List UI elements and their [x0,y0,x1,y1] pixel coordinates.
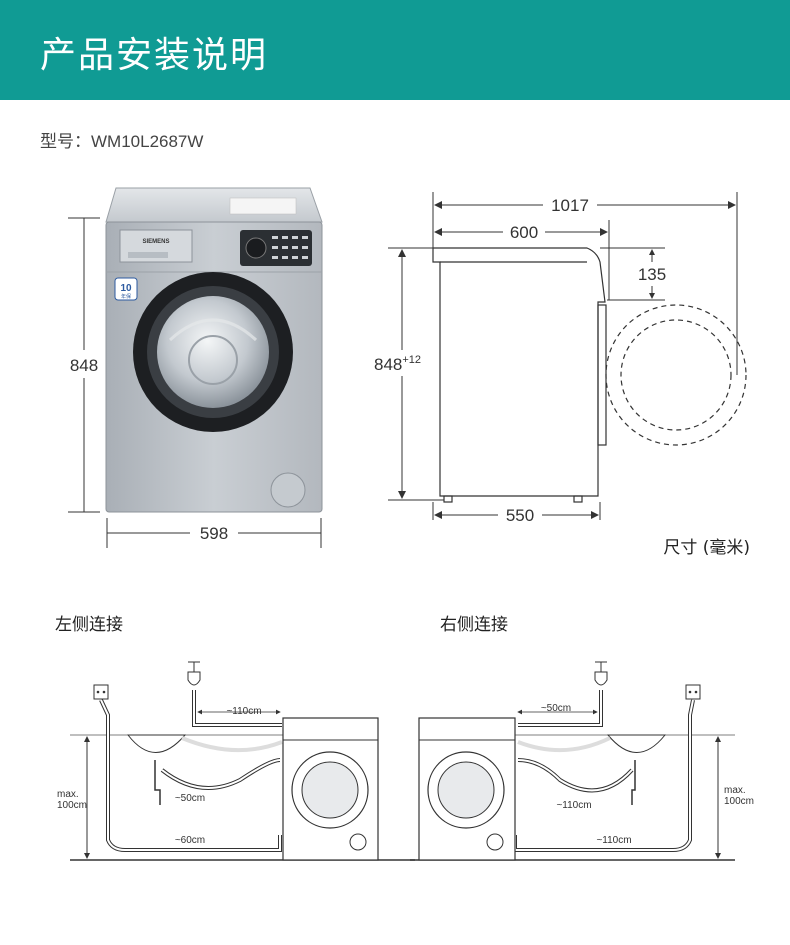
right-max-label-2: 100cm [724,796,754,807]
model-label: 型号： [40,132,91,151]
left-drain-dim: ~50cm [175,793,205,804]
side-door-profile [597,304,607,446]
door-swing-inner [620,319,732,431]
door-offset-label: 135 [638,265,666,284]
top-depth-label: 600 [510,223,538,242]
side-base-depth-dimension: 550 [432,502,601,525]
model-value: WM10L2687W [91,132,204,151]
left-power-socket-icon [93,684,109,700]
warranty-badge: 10 年保 [114,277,138,301]
right-bottom-dim: ~110cm [596,835,631,846]
top-label-sticker [229,197,297,215]
side-height-value: 848 [374,355,402,374]
right-power-socket-icon [685,684,701,700]
left-connection-title: 左侧连接 [55,615,123,635]
left-connection-diagram: max. 100cm ~110cm ~50cm ~60cm [57,661,415,861]
side-total-depth-dimension: 1017 [432,192,738,375]
panel-buttons [272,236,308,259]
right-max-label-1: max. [724,785,746,796]
side-foot-front [443,495,453,503]
side-view [432,247,747,503]
left-hose-shadow [181,736,283,753]
unit-note: 尺寸 (毫米) [663,538,750,558]
front-view: 848 598 SIEMENS 10 年保 [68,187,323,548]
front-height-dimension: 848 [68,217,100,513]
side-height-tolerance: +12 [402,354,421,366]
right-sink-icon [606,734,667,753]
right-machine-door-glass [437,761,495,819]
badge-subtext: 年保 [121,293,131,300]
base-depth-label: 550 [506,506,534,525]
brand-logo: SIEMENS [142,239,169,245]
side-height-dimension: 848+12 [374,247,444,501]
door-swing-outer [605,304,747,446]
right-connection-diagram: max. 100cm ~50cm ~110cm ~110cm [410,661,754,861]
front-width-dimension: 598 [106,518,322,548]
drawer-handle [128,252,168,258]
badge-number: 10 [120,283,132,294]
left-water-tap-icon [187,661,201,686]
drum-icon [188,335,238,385]
header-bar: 产品安装说明 [0,0,790,100]
side-height-label: 848+12 [374,354,421,374]
left-bottom-dim: ~60cm [175,835,205,846]
front-width-label: 598 [200,524,228,543]
door-glass [157,296,269,408]
right-drain-dim: ~110cm [556,800,591,811]
left-machine-door-glass [301,761,359,819]
service-hatch [270,472,306,508]
page-title: 产品安装说明 [40,35,269,76]
right-connection-title: 右侧连接 [440,615,508,635]
left-sink-icon [126,734,187,753]
side-foot-back [573,495,583,503]
left-max-label-1: max. [57,789,79,800]
left-inlet-dim: ~110cm [226,706,261,717]
model-line: 型号：WM10L2687W [40,127,203,152]
front-height-label: 848 [70,356,98,375]
side-door-offset-dimension: 135 [600,247,666,301]
right-inlet-dim: ~50cm [541,703,571,714]
left-max-label-2: 100cm [57,800,87,811]
right-water-tap-icon [594,661,608,686]
side-body-outline [432,247,606,497]
program-knob-icon [245,237,267,259]
total-depth-label: 1017 [551,196,589,215]
side-top-depth-dimension: 600 [434,220,610,300]
